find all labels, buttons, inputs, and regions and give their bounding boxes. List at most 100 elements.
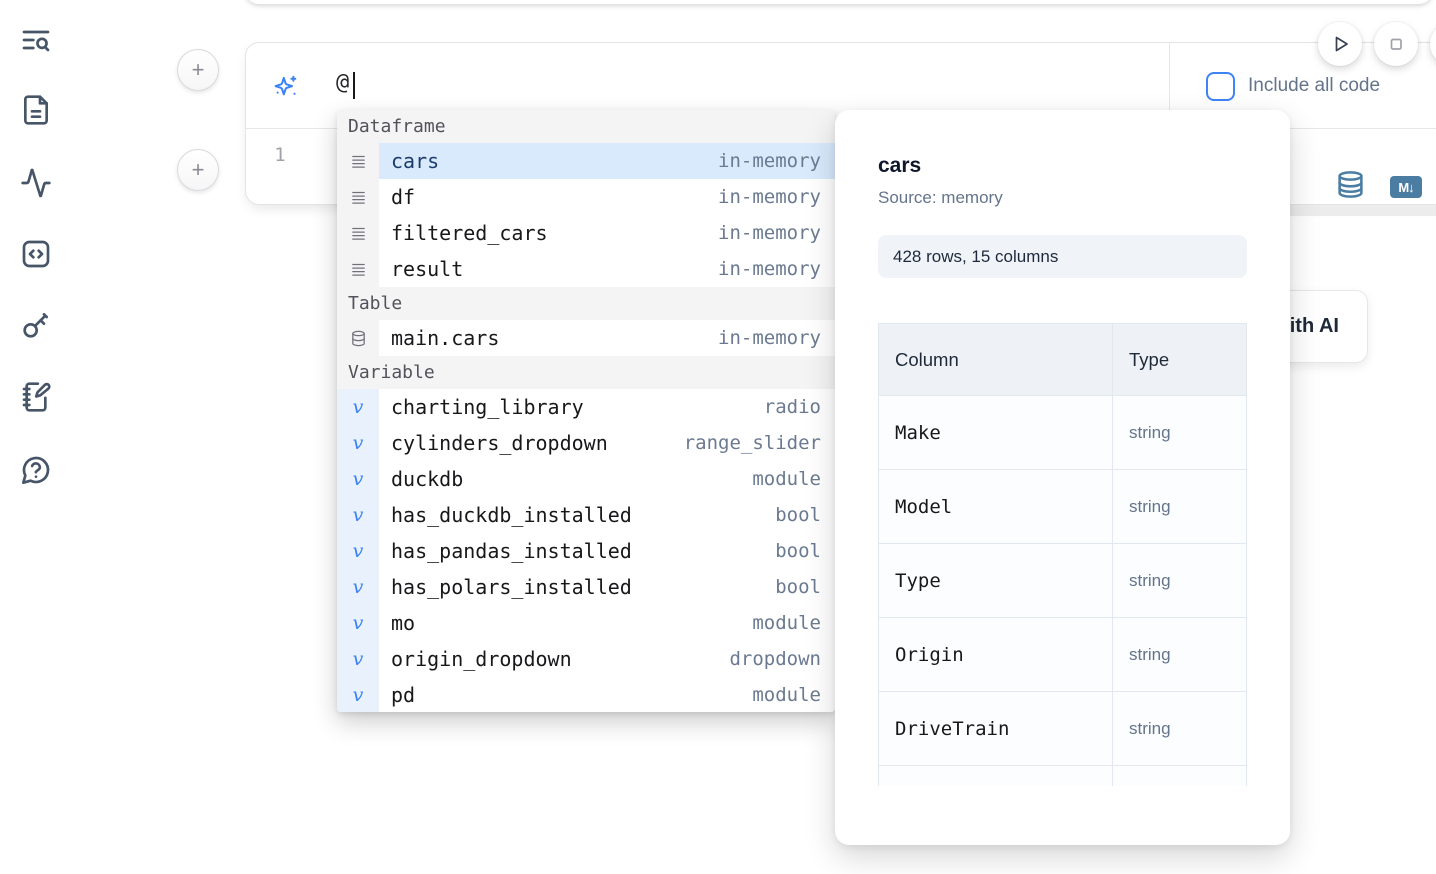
- variable-icon: v: [337, 605, 379, 641]
- item-name: has_duckdb_installed: [391, 503, 632, 527]
- help-chat-icon[interactable]: [20, 454, 52, 486]
- item-name: cylinders_dropdown: [391, 431, 608, 455]
- dataframe-icon: [337, 143, 379, 179]
- code-snippet-icon[interactable]: [20, 238, 52, 270]
- item-name: origin_dropdown: [391, 647, 572, 671]
- item-type: dropdown: [729, 648, 821, 670]
- schema-row: Model string: [878, 469, 1247, 544]
- item-name: charting_library: [391, 395, 584, 419]
- preview-title: cars: [878, 154, 922, 177]
- schema-row: DriveTrain string: [878, 691, 1247, 766]
- schema-column-type: string: [1129, 718, 1171, 738]
- play-icon: [1335, 36, 1348, 52]
- code-editor[interactable]: 1: [246, 129, 1436, 205]
- item-type: in-memory: [718, 258, 821, 280]
- dataframe-preview-panel: cars Source: memory 428 rows, 15 columns…: [835, 110, 1290, 845]
- dataframe-icon: [337, 251, 379, 287]
- schema-column-type: string: [1129, 644, 1171, 664]
- autocomplete-item-has_pandas_installed[interactable]: v has_pandas_installed bool: [337, 533, 835, 569]
- markdown-convert-button[interactable]: M↓: [1390, 176, 1422, 198]
- schema-column-name: Model: [895, 495, 953, 518]
- schema-column-type: string: [1129, 422, 1171, 442]
- export-datasource-button[interactable]: [1336, 170, 1365, 204]
- item-type: module: [752, 612, 821, 634]
- stop-square-icon: [1390, 38, 1402, 50]
- sparkles-ai-icon: [272, 74, 299, 101]
- schema-column-name: Make: [895, 421, 941, 444]
- line-number: 1: [274, 144, 286, 166]
- activity-icon[interactable]: [20, 167, 52, 199]
- sidebar: [0, 0, 72, 874]
- variable-icon: v: [337, 533, 379, 569]
- database-icon: [1338, 171, 1363, 198]
- schema-row: Type string: [878, 543, 1247, 618]
- item-type: module: [752, 684, 821, 706]
- item-type: radio: [763, 396, 821, 418]
- dataframe-icon: [337, 179, 379, 215]
- schema-column-type: string: [1129, 570, 1171, 590]
- prompt-text: @: [336, 70, 350, 95]
- autocomplete-item-result[interactable]: result in-memory: [337, 251, 835, 287]
- item-type: in-memory: [718, 150, 821, 172]
- item-type: in-memory: [718, 222, 821, 244]
- item-type: bool: [775, 576, 821, 598]
- item-name: result: [391, 257, 464, 281]
- text-cursor: [353, 72, 355, 99]
- dataframe-icon: [337, 215, 379, 251]
- stop-cell-button[interactable]: [1374, 22, 1418, 66]
- include-all-code-label: Include all code: [1248, 75, 1381, 96]
- item-type: bool: [775, 540, 821, 562]
- cell-divider-band: [1240, 206, 1436, 216]
- variable-icon: v: [337, 569, 379, 605]
- item-name: has_pandas_installed: [391, 539, 632, 563]
- include-all-code-checkbox[interactable]: [1206, 71, 1235, 101]
- preview-shape-badge: 428 rows, 15 columns: [878, 235, 1247, 278]
- scratchpad-icon[interactable]: [20, 381, 52, 413]
- autocomplete-item-has_duckdb_installed[interactable]: v has_duckdb_installed bool: [337, 497, 835, 533]
- schema-column-type: string: [1129, 496, 1171, 516]
- schema-header-type: Type: [1112, 323, 1247, 396]
- text-search-icon[interactable]: [20, 24, 52, 56]
- database-icon: [337, 320, 379, 356]
- item-name: main.cars: [391, 326, 500, 350]
- item-type: module: [752, 468, 821, 490]
- item-name: mo: [391, 611, 416, 635]
- variable-icon: v: [337, 641, 379, 677]
- extra-cell-button[interactable]: [1430, 22, 1436, 66]
- item-name: filtered_cars: [391, 221, 548, 245]
- item-type: in-memory: [718, 186, 821, 208]
- autocomplete-item-cars[interactable]: cars in-memory: [337, 143, 835, 179]
- schema-row: Origin string: [878, 617, 1247, 692]
- autocomplete-section-variable: Variable: [337, 356, 835, 389]
- schema-column-name: DriveTrain: [895, 717, 1010, 740]
- add-cell-below-button[interactable]: +: [177, 149, 219, 191]
- preview-source: Source: memory: [878, 188, 1003, 207]
- variable-icon: v: [337, 677, 379, 712]
- schema-row: Make string: [878, 395, 1247, 470]
- schema-row: [878, 765, 1247, 786]
- schema-column-name: Origin: [895, 643, 964, 666]
- autocomplete-item-filtered_cars[interactable]: filtered_cars in-memory: [337, 215, 835, 251]
- run-cell-button[interactable]: [1318, 22, 1362, 66]
- item-name: cars: [391, 149, 440, 173]
- variable-icon: v: [337, 497, 379, 533]
- key-icon[interactable]: [20, 309, 52, 341]
- schema-column-name: Type: [895, 569, 941, 592]
- add-cell-above-button[interactable]: +: [177, 49, 219, 91]
- autocomplete-item-origin_dropdown[interactable]: v origin_dropdown dropdown: [337, 641, 835, 677]
- file-document-icon[interactable]: [20, 94, 52, 126]
- autocomplete-section-dataframe: Dataframe: [337, 110, 835, 143]
- variable-icon: v: [337, 425, 379, 461]
- item-type: bool: [775, 504, 821, 526]
